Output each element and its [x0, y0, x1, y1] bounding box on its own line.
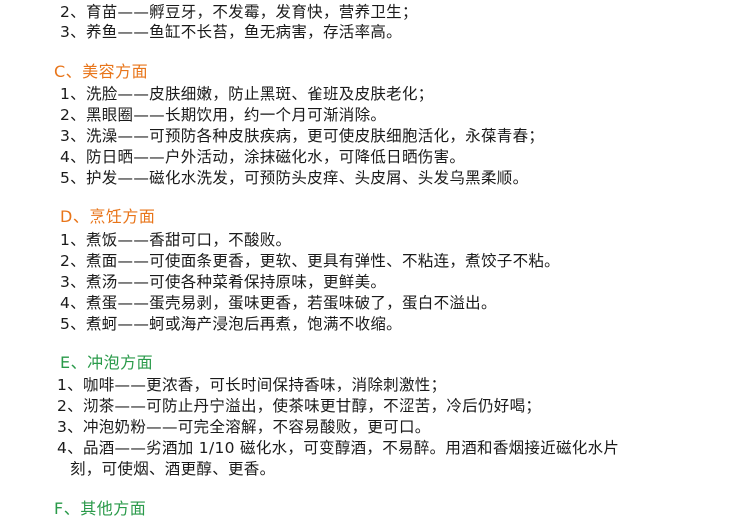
- list-item: 5、护发——磁化水洗发，可预防头皮痒、头皮屑、头发乌黑柔顺。: [60, 169, 529, 187]
- section-heading-brewing: E、冲泡方面: [60, 353, 154, 372]
- list-item: 3、煮汤——可使各种菜肴保持原味，更鲜美。: [60, 273, 387, 291]
- list-item: 1、洗脸——皮肤细嫩，防止黑斑、雀班及皮肤老化；: [60, 85, 434, 103]
- section-heading-other: F、其他方面: [54, 499, 147, 518]
- list-item: 1、煮饭——香甜可口，不酸败。: [60, 231, 292, 249]
- list-item: 4、防日晒——户外活动，涂抹磁化水，可降低日晒伤害。: [60, 148, 466, 166]
- list-item: 2、煮面——可使面条更香，更软、更具有弹性、不粘连，煮饺子不粘。: [60, 252, 560, 270]
- list-item: 5、煮蚵——蚵或海产浸泡后再煮，饱满不收缩。: [60, 315, 402, 333]
- section-heading-cooking: D、烹饪方面: [60, 207, 156, 226]
- list-item: 2、育苗——孵豆牙，不发霉，发育快，营养卫生；: [60, 3, 418, 21]
- list-item: 4、品酒——劣酒加 1/10 磁化水，可变醇酒，不易醉。用酒和香烟接近磁化水片: [57, 439, 620, 457]
- list-item: 3、冲泡奶粉——可完全溶解，不容易酸败，更可口。: [57, 418, 431, 436]
- list-item: 1、咖啡——更浓香，可长时间保持香味，消除刺激性；: [57, 376, 447, 394]
- list-item-continuation: 刻，可使烟、酒更醇、更香。: [70, 460, 276, 478]
- list-item: 4、煮蛋——蛋壳易剥，蛋味更香，若蛋味破了，蛋白不溢出。: [60, 294, 497, 312]
- list-item: 2、黑眼圈——长期饮用，约一个月可渐消除。: [60, 106, 387, 124]
- list-item: 3、养鱼——鱼缸不长苔，鱼无病害，存活率高。: [60, 23, 402, 41]
- section-heading-beauty: C、美容方面: [54, 62, 149, 81]
- list-item: 3、洗澡——可预防各种皮肤疾病，更可使皮肤细胞活化，永葆青春；: [60, 127, 545, 145]
- list-item: 2、沏茶——可防止丹宁溢出，使茶味更甘醇，不涩苦，冷后仍好喝；: [57, 397, 542, 415]
